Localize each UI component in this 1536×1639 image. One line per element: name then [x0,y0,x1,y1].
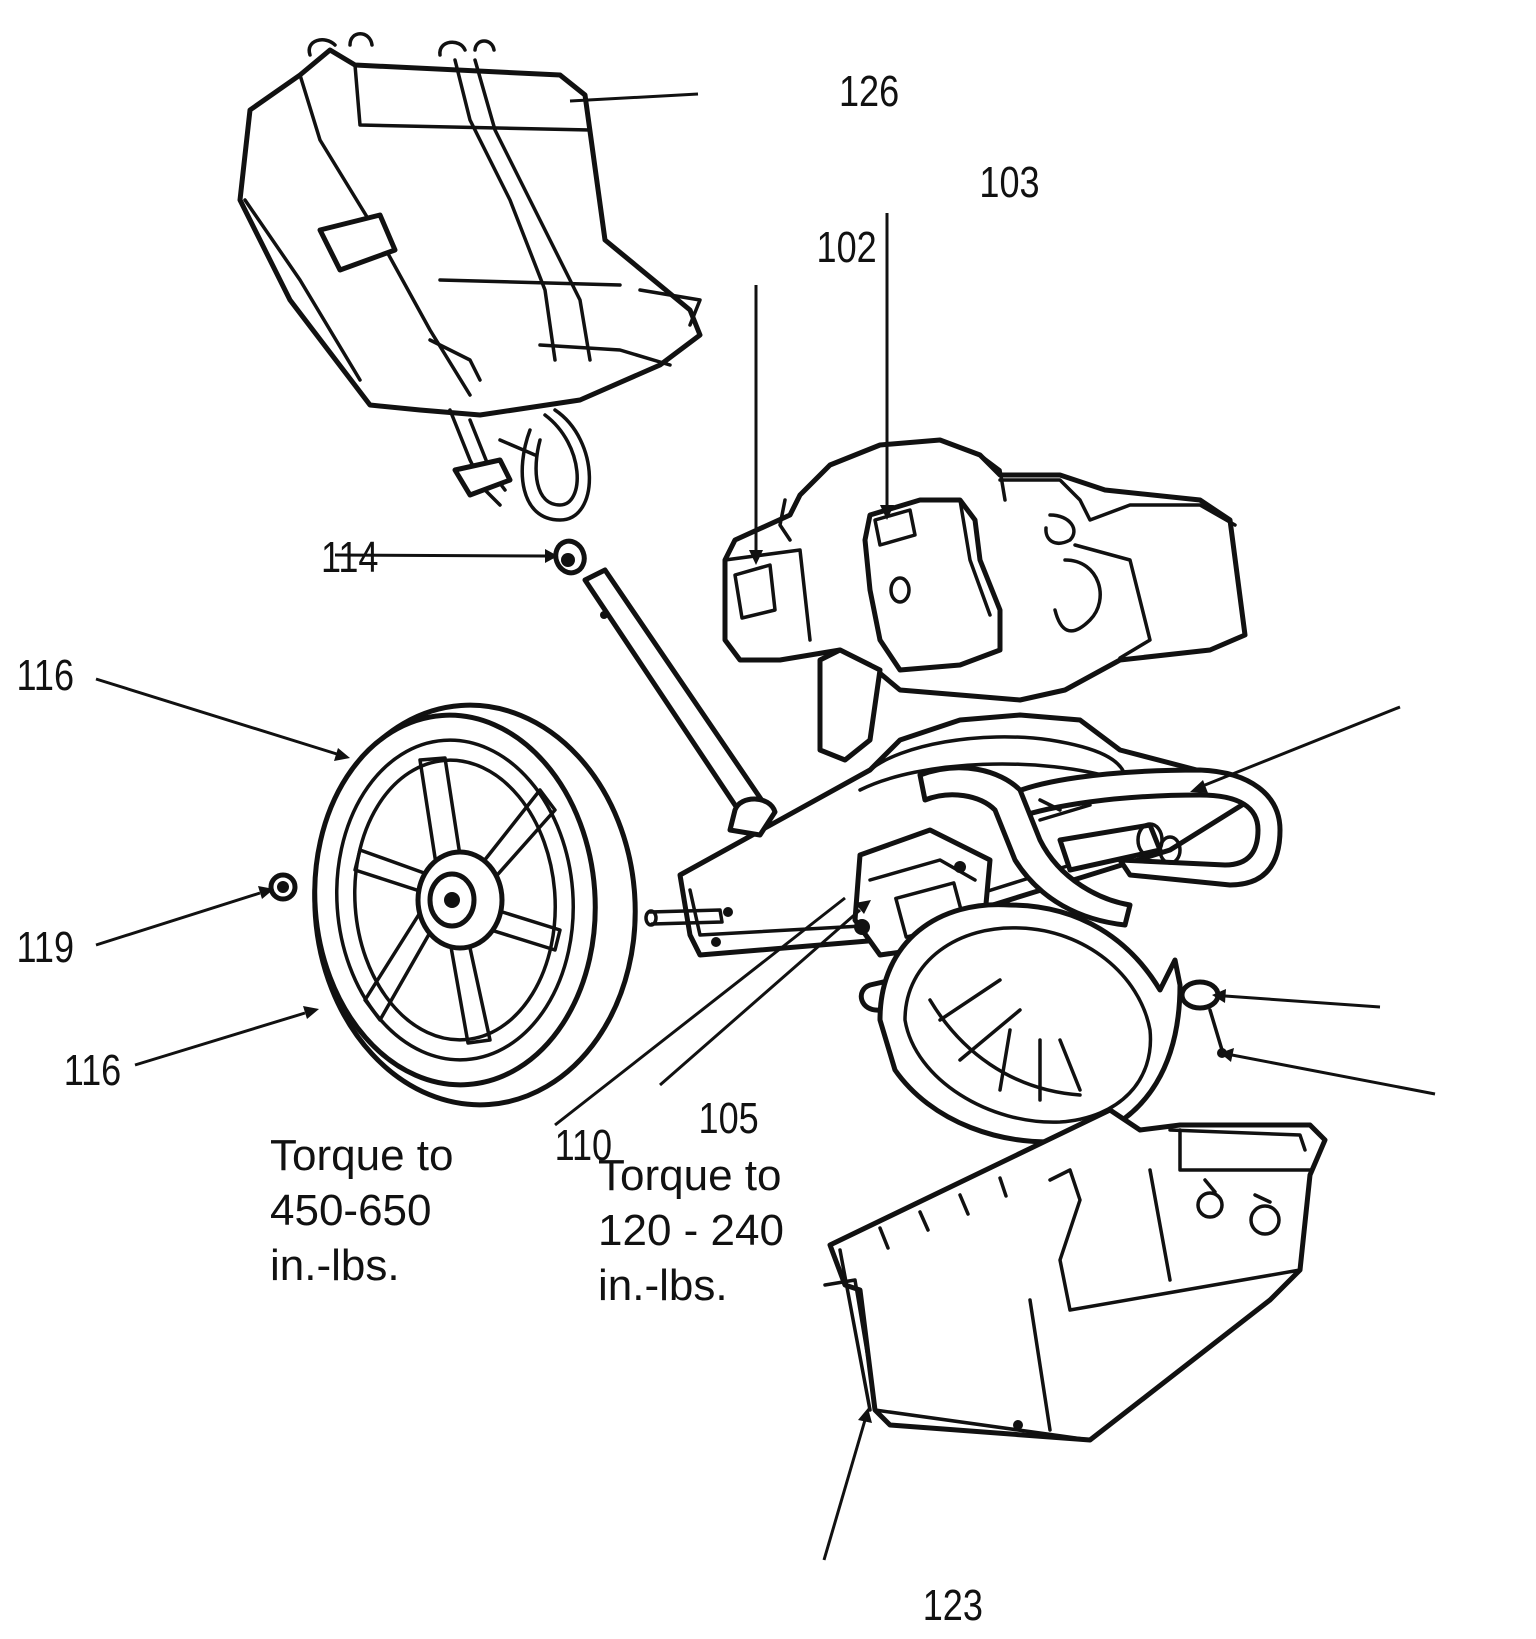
rear-wheel [877,902,1227,1145]
leader-116-top [95,677,341,757]
leader-117 [1224,994,1381,1009]
leader-110 [554,896,846,1127]
leader-105 [659,908,861,1087]
callout-126: 126 [839,67,899,116]
leader-lines [95,92,1436,1561]
front-wheel-116 [268,702,638,1108]
leader-114 [334,553,546,558]
part-123-guard [823,1107,1328,1443]
leader-119 [95,891,261,947]
callout-119: 119 [17,923,75,972]
callout-102: 102 [817,223,877,272]
torque-note-wheel: Torque to 450-650 in.-lbs. [270,1131,453,1290]
wheel-torque-line-2: 450-650 [270,1186,431,1235]
engine-assembly [722,437,1248,763]
part-126-shroud [237,32,703,522]
wheel-torque-line-3: in.-lbs. [270,1241,400,1290]
leader-104 [1199,705,1401,789]
callout-114: 114 [321,533,379,582]
mount-torque-line-1: Torque to [598,1151,781,1200]
callout-123: 123 [923,1581,983,1630]
leader-118 [1231,1053,1436,1096]
callout-103: 103 [979,158,1039,207]
part-114-cap [553,538,587,576]
mount-torque-line-2: 120 - 240 [598,1206,784,1255]
callout-116-top: 116 [17,651,75,700]
leader-123 [822,1419,867,1561]
torque-note-mount: Torque to 120 - 240 in.-lbs. [598,1151,784,1310]
callout-labels: 126 103 102 114 116 104 119 116 117 118 … [17,67,1040,1630]
callout-105: 105 [699,1094,759,1143]
callout-110: 110 [555,1121,613,1170]
mount-torque-line-3: in.-lbs. [598,1261,728,1310]
wheel-torque-line-1: Torque to [270,1131,453,1180]
leader-126 [569,92,699,103]
callout-116-bottom: 116 [64,1046,122,1095]
leader-116-bottom [134,1011,306,1067]
